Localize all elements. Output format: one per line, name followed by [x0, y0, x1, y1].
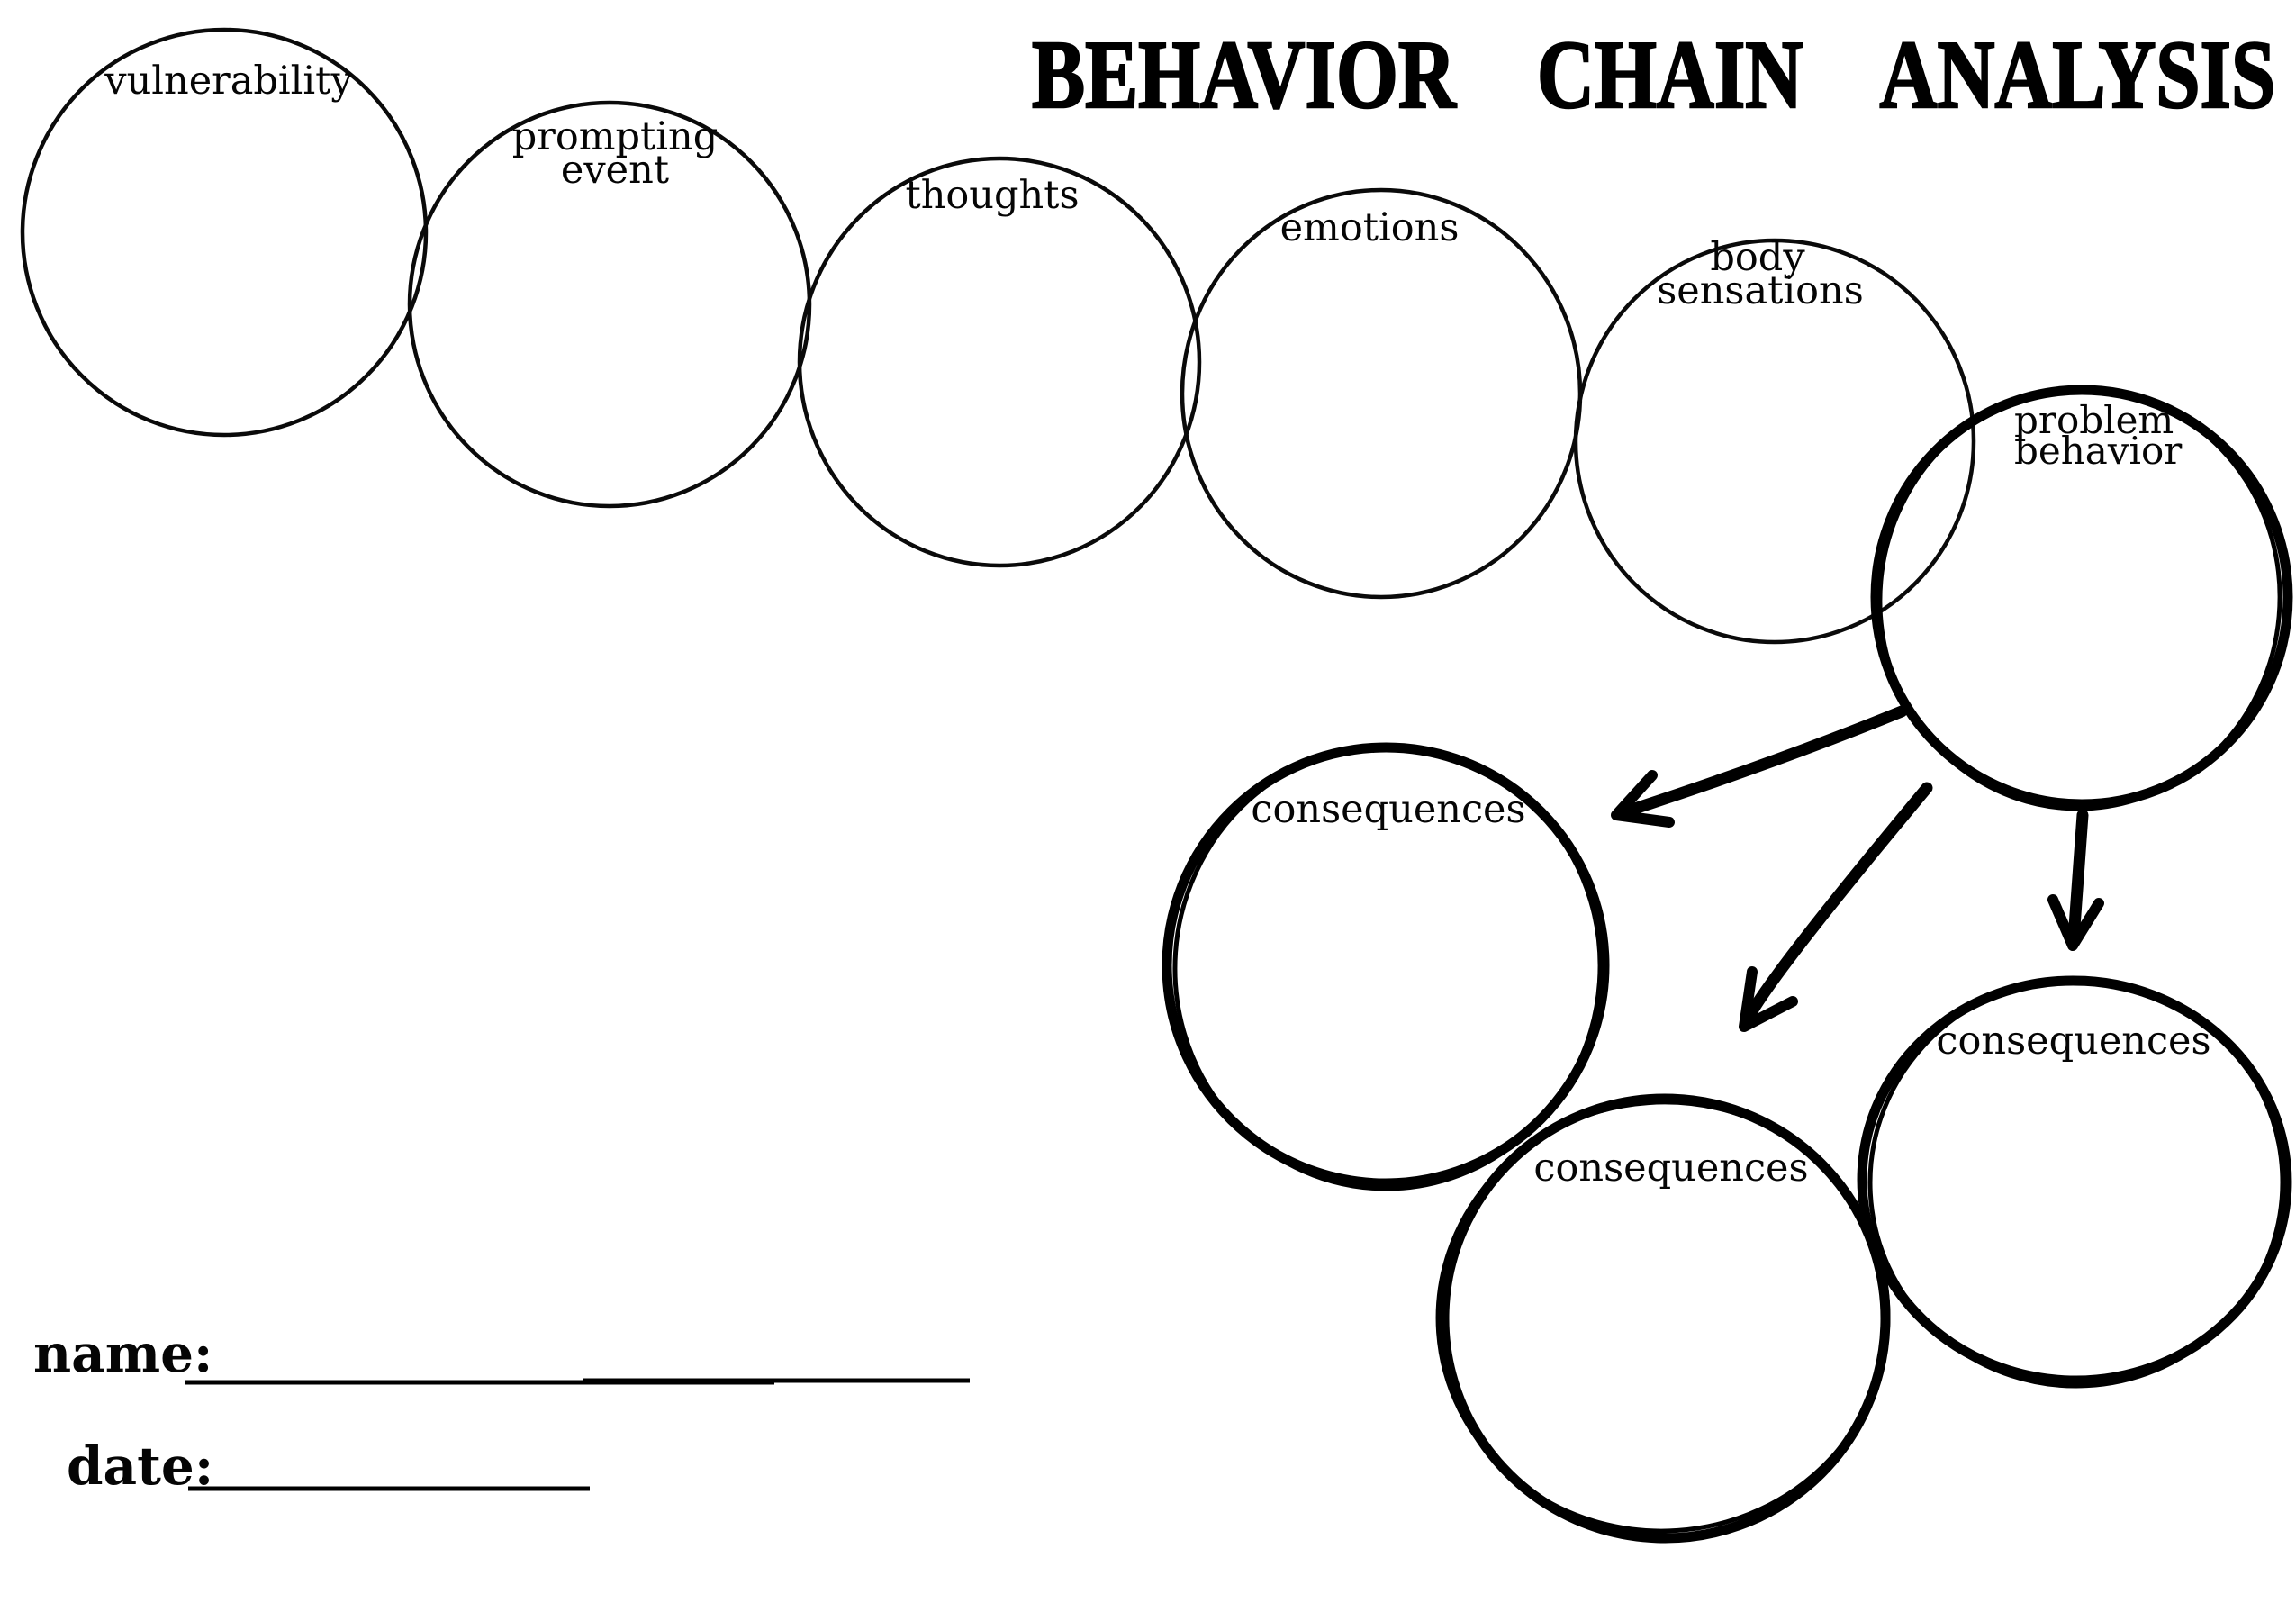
problem-behavior-label-line1: problem [2014, 398, 2174, 442]
thoughts-circle [797, 156, 1202, 568]
chain-circle-body-sensations: body sensations [1573, 235, 1976, 645]
problem-behavior-label-line2: behavior [2014, 429, 2183, 473]
chain-circle-emotions: emotions [1180, 187, 1583, 600]
thoughts-label: thoughts [905, 173, 1079, 218]
consequences-middle-overstroke [1435, 1100, 1891, 1534]
consequences-right-label: consequences [1936, 1019, 2210, 1064]
arrow-to-consequences-right [2047, 809, 2104, 951]
arrow-head-icon [1611, 770, 1675, 828]
body-sensations-label-line1: body [1710, 235, 1805, 280]
arrow-shaft [1614, 705, 1908, 820]
vulnerability-label: vulnerability [104, 59, 353, 104]
vulnerability-circle [20, 27, 429, 438]
body-sensations-circle [1573, 238, 1976, 645]
arrow-head-icon [1739, 966, 1798, 1032]
chain-circle-vulnerability: vulnerability [20, 27, 429, 438]
chain-circle-problem-behavior: problem behavior [1870, 385, 2293, 811]
consequences-middle-circle [1439, 1093, 1891, 1544]
arrow-head-icon [2047, 894, 2104, 951]
body-sensations-label-line2: sensations [1657, 268, 1864, 313]
arrow-shaft [1740, 782, 1933, 1029]
arrow-to-consequences-middle [1739, 782, 1933, 1032]
arrow-shaft [2067, 809, 2089, 946]
name-label: name: [33, 1323, 212, 1384]
consequences-circle-left: consequences [1162, 742, 1610, 1191]
page-title: BEHAVIOR CHAIN ANALYSIS [1031, 22, 2276, 129]
emotions-label: emotions [1280, 205, 1460, 250]
consequences-left-label: consequences [1251, 787, 1525, 832]
form-area: name: date: [33, 1323, 970, 1497]
consequences-circle-right: consequences [1857, 975, 2292, 1389]
chain-circle-prompting-event: prompting event [407, 100, 812, 509]
problem-behavior-circle-overstroke [1877, 386, 2282, 811]
prompting-event-label-line2: event [561, 148, 669, 193]
consequences-right-overstroke [1867, 976, 2285, 1389]
arrow-to-consequences-left [1611, 705, 1908, 828]
emotions-circle [1180, 187, 1583, 600]
prompting-event-label-line1: prompting [512, 114, 719, 159]
chain-circle-thoughts: thoughts [797, 156, 1202, 568]
consequences-circle-middle: consequences [1435, 1093, 1891, 1544]
consequences-left-overstroke [1172, 743, 1603, 1191]
consequences-middle-label: consequences [1533, 1146, 1808, 1191]
